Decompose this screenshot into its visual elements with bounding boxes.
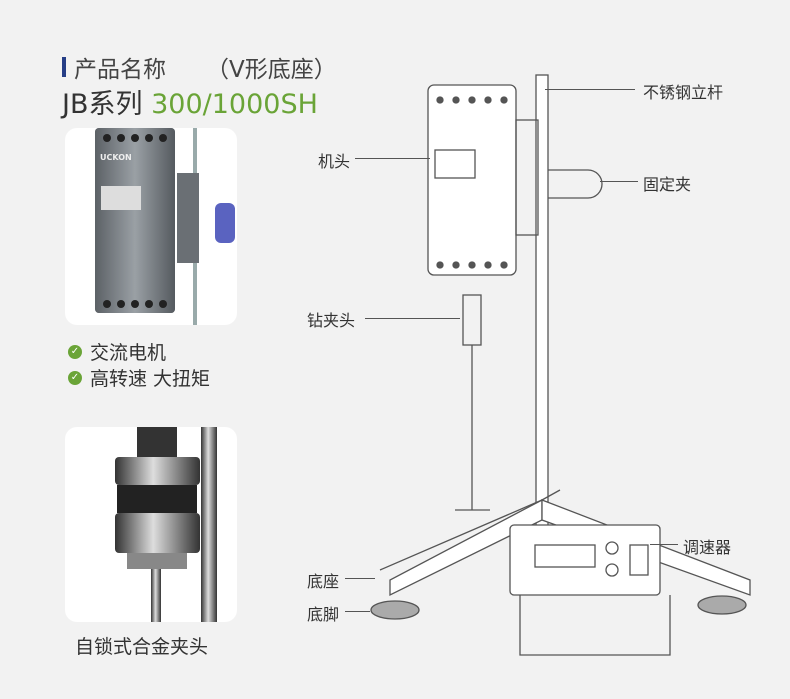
callout-line — [650, 544, 678, 545]
stirrer-line-drawing — [370, 74, 751, 656]
feature-text: 高转速 大扭矩 — [90, 368, 211, 390]
callout-line — [600, 181, 638, 182]
callout-line — [345, 611, 370, 612]
feature-item: ✓ 高转速 大扭矩 — [68, 364, 210, 391]
chuck-caption: 自锁式合金夹头 — [75, 636, 209, 658]
svg-text:UCKON: UCKON — [100, 153, 132, 162]
callout-base: 底座 — [307, 572, 340, 591]
callout-clamp: 固定夹 — [643, 175, 692, 194]
callout-pole: 不锈钢立杆 — [643, 83, 724, 102]
callout-line — [345, 578, 375, 579]
series-name: JB系列 — [62, 89, 143, 120]
motor-photo: UCKON — [95, 128, 235, 325]
chuck-photo-card — [65, 427, 237, 622]
check-icon: ✓ — [68, 344, 82, 359]
product-name-row: 产品名称 （V形底座） — [62, 50, 337, 84]
callout-head: 机头 — [318, 152, 351, 171]
title-accent-bar — [62, 57, 66, 77]
shape-note: （V形底座） — [206, 57, 337, 83]
feature-text: 交流电机 — [90, 342, 167, 364]
callout-line — [355, 158, 430, 159]
model-number: 300/1000SH — [151, 89, 318, 120]
product-name-label: 产品名称 — [74, 57, 166, 83]
callout-line — [545, 89, 635, 90]
check-icon: ✓ — [68, 370, 82, 385]
callout-controller: 调速器 — [683, 538, 732, 557]
callout-feet: 底脚 — [307, 605, 340, 624]
chuck-photo — [115, 427, 217, 622]
series-title: JB系列 300/1000SH — [62, 82, 318, 121]
callout-chuck: 钻夹头 — [307, 311, 356, 330]
motor-photo-card: UCKON — [65, 128, 237, 325]
feature-item: ✓ 交流电机 — [68, 338, 166, 365]
callout-line — [365, 318, 460, 319]
